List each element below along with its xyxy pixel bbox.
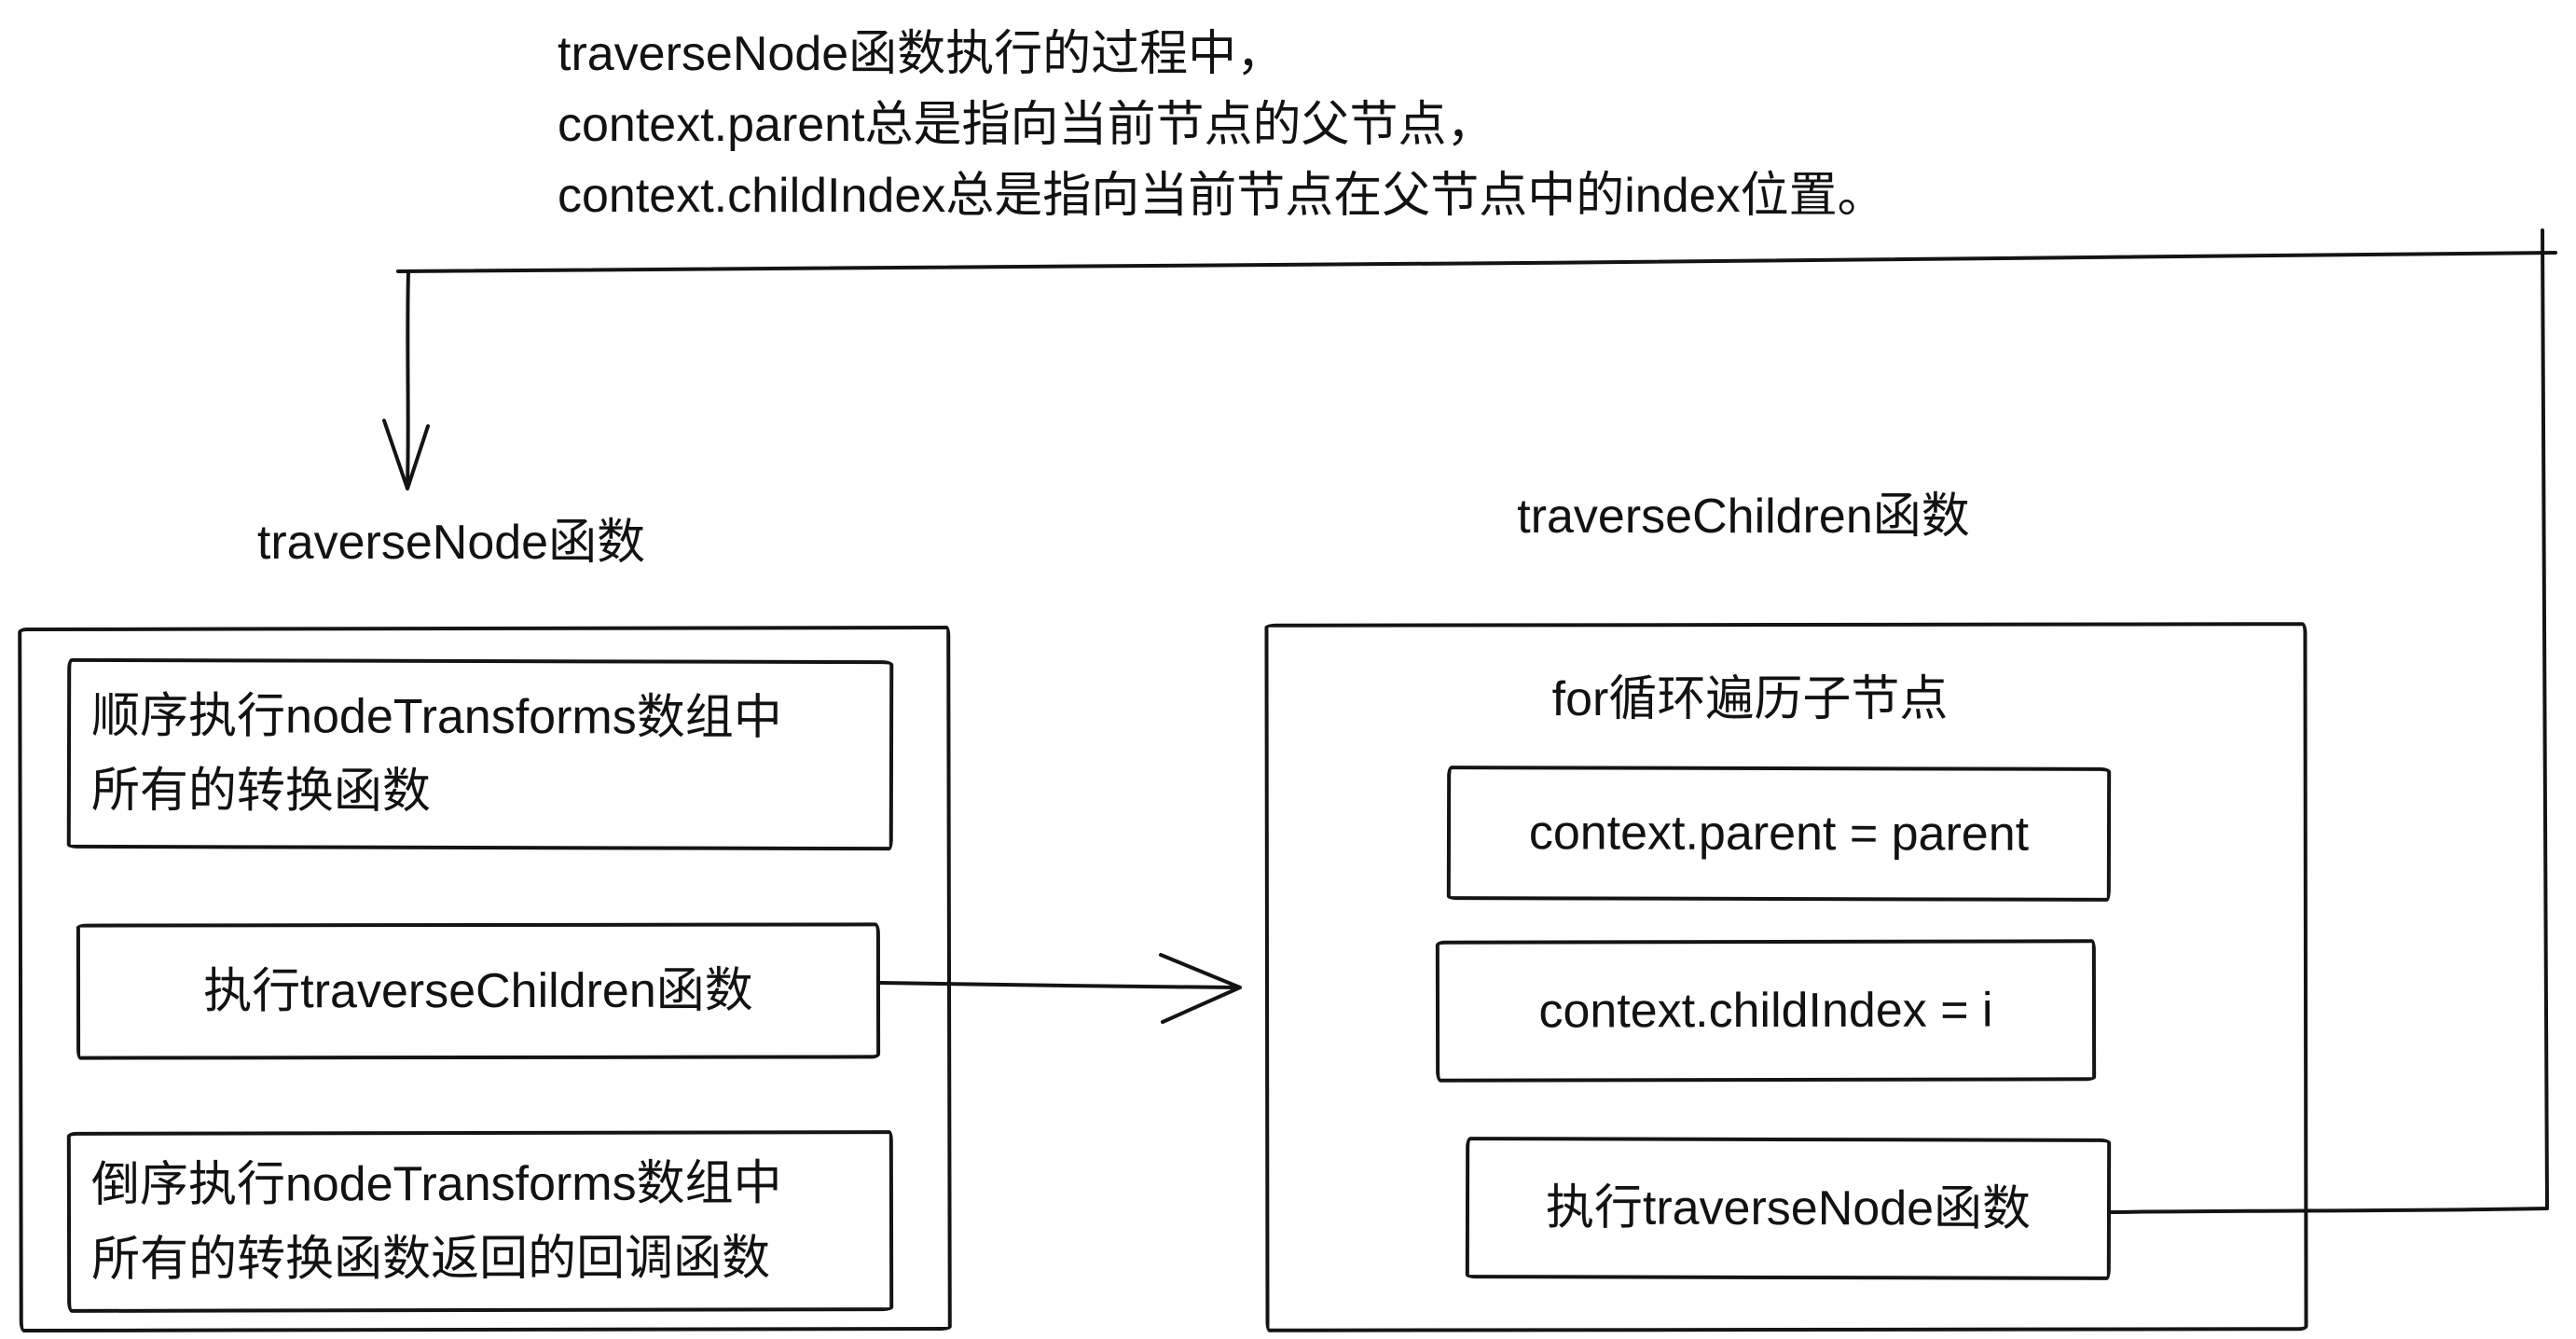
annotation-line: traverseNode函数执行的过程中， — [558, 27, 1286, 81]
step-text-line: 倒序执行nodeTransforms数组中 — [90, 1156, 782, 1212]
step-text-line: context.childIndex = i — [1538, 983, 1993, 1039]
step-text-line: 所有的转换函数 — [90, 763, 431, 819]
step-run-node-transforms: 顺序执行nodeTransforms数组中 所有的转换函数 — [66, 657, 894, 851]
step-run-traverse-children: 执行traverseChildren函数 — [76, 922, 881, 1060]
loopback-connector-top-segment — [396, 251, 2557, 273]
step-text-line: 顺序执行nodeTransforms数组中 — [91, 688, 782, 745]
annotation-line: context.childIndex总是指向当前节点在父节点中的index位置。 — [558, 169, 1886, 223]
step-text-line: context.parent = parent — [1528, 806, 2030, 862]
annotation-note: traverseNode函数执行的过程中， context.parent总是指向… — [558, 19, 1886, 231]
step-text-line: 执行traverseChildren函数 — [203, 963, 753, 1019]
step-set-context-childindex: context.childIndex = i — [1435, 939, 2097, 1083]
step-text-line: 所有的转换函数返回的回调函数 — [91, 1231, 771, 1287]
step-run-traverse-node: 执行traverseNode函数 — [1465, 1137, 2112, 1280]
for-loop-heading: for循环遍历子节点 — [1551, 672, 1949, 726]
step-run-callbacks-reverse: 倒序执行nodeTransforms数组中 所有的转换函数返回的回调函数 — [66, 1130, 894, 1313]
annotation-line: context.parent总是指向当前节点的父节点， — [558, 98, 1495, 152]
right-group-title: traverseChildren函数 — [1517, 490, 1970, 544]
step-set-context-parent: context.parent = parent — [1446, 766, 2112, 902]
left-group-title: traverseNode函数 — [256, 516, 646, 570]
loopback-down-arrow — [382, 270, 430, 490]
step-text-line: 执行traverseNode函数 — [1545, 1180, 2032, 1236]
